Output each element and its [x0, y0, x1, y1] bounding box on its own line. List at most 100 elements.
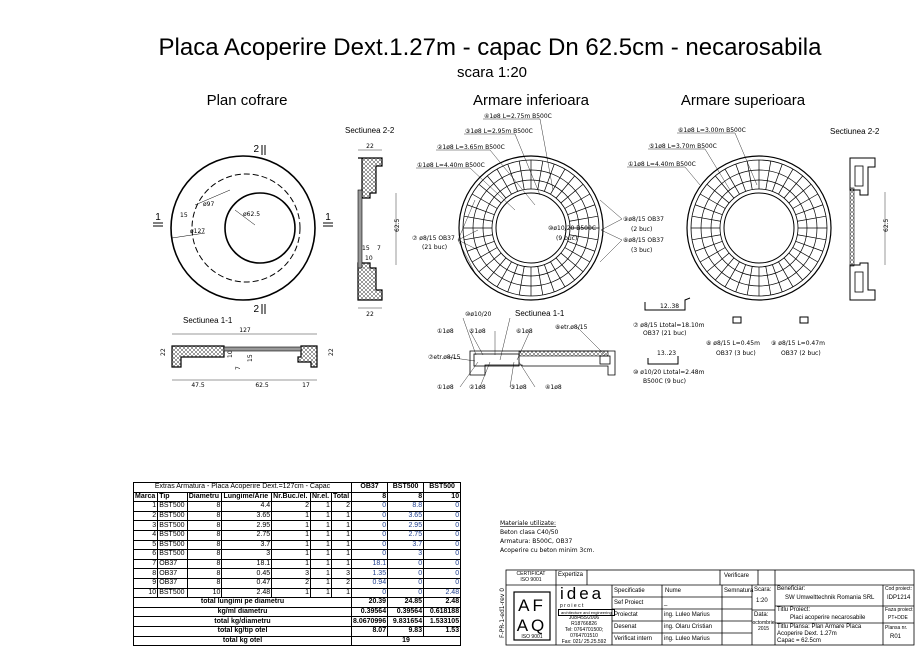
dim-s15: 15	[362, 245, 370, 252]
radial-stirrup	[694, 204, 723, 215]
role-name: ing. Luleo Marius	[664, 612, 710, 618]
table-cell: 3.65	[221, 510, 273, 522]
steel-header: BST500	[423, 482, 462, 493]
grand-total-label: total kg otel	[133, 635, 352, 647]
table-cell: 0	[350, 539, 389, 551]
radial-stirrup	[788, 184, 812, 204]
materials-line: Armatura: B500C, OB37	[500, 538, 572, 545]
bar-label-7-count: (21 buc)	[422, 244, 447, 251]
total-label: kg/ml diametru	[133, 606, 352, 618]
dim-s10: 10	[365, 255, 373, 262]
table-cell: BST500	[157, 529, 188, 541]
company-info: J08/455/2006 R18766826 Tel: 0764701500; …	[556, 615, 612, 645]
table-cell: 0	[350, 501, 389, 512]
role-name: ing. Luleo Marius	[664, 636, 710, 642]
radial-stirrup	[691, 215, 721, 222]
ring-circle	[686, 155, 832, 301]
table-cell: 0	[423, 539, 462, 551]
drawing-title: Placa Acoperire Dext.1.27m - capac Dn 62…	[159, 34, 823, 61]
table-cell: 8.8	[387, 501, 425, 512]
radial-stirrup	[555, 257, 575, 281]
table-cell: 0	[423, 577, 462, 589]
table-cell: 1	[309, 558, 332, 570]
table-cell: 0	[423, 568, 462, 579]
radial-stirrup	[466, 204, 495, 215]
radial-stirrup	[463, 234, 493, 241]
date-label: Data:	[754, 612, 769, 618]
dim-s625: 62.5	[394, 218, 401, 232]
materials-heading: Materiale utilizate:	[500, 520, 556, 527]
table-cell: 1	[271, 587, 311, 599]
date-value: octombrie 2015	[752, 620, 775, 632]
company-reg: J08/455/2006	[568, 615, 600, 621]
sheet-number: R01	[890, 634, 902, 640]
detail-label-10: ⑩ø10/20	[465, 311, 492, 318]
table-cell: 2	[330, 577, 353, 589]
radial-stirrup	[715, 257, 735, 281]
table-cell: 8	[186, 558, 223, 570]
table-cell: 2.48	[221, 587, 273, 599]
diameter-header: 8	[387, 491, 425, 503]
radial-stirrup	[544, 264, 555, 293]
table-cell: 0	[350, 549, 389, 560]
section-2-2-label: Sectiunea 2-2	[345, 126, 395, 135]
cert-text: CERTIFICAT	[516, 571, 546, 577]
table-cell: BST500	[157, 520, 188, 531]
bar9-label: ⑨ ø8/15 L=0.47m	[771, 340, 825, 347]
expertiza-label: Expertiza	[558, 572, 584, 578]
table-cell: 9	[132, 577, 159, 589]
armare-inferioara-ring	[458, 155, 604, 301]
radial-stirrup	[746, 160, 753, 190]
dim-l7: 7	[235, 366, 242, 370]
table-cell: 3	[271, 568, 311, 579]
bar-label-6-sup: ⑥1ø8 L=3.00m B500C	[678, 127, 746, 134]
column-header: Diametru	[186, 491, 223, 503]
table-cell: 0.47	[221, 577, 273, 589]
company-phone: Tel: 0764701500; 0764701510	[564, 627, 604, 639]
table-cell: 0	[350, 510, 389, 522]
radial-stirrup	[724, 261, 740, 288]
role-label: Sef Proiect	[614, 600, 644, 606]
table-cell: 3.7	[387, 539, 425, 551]
table-cell: 10	[132, 587, 159, 599]
verificare-label: Verificare	[724, 573, 750, 579]
total-value: 1.533105	[423, 616, 462, 627]
bar-label-8-inf: ⑧ø8/15 OB37	[623, 237, 664, 244]
table-cell: 8	[186, 539, 223, 551]
radial-stirrup	[795, 204, 824, 215]
table-cell: 10	[186, 587, 223, 599]
ring-circle	[719, 188, 799, 268]
section-1-1-drawing	[171, 333, 318, 381]
table-cell: 8	[186, 501, 223, 512]
column-header: Lungime/Arie	[221, 491, 273, 503]
table-cell: OB37	[157, 568, 188, 579]
table-cell: 0.45	[221, 568, 273, 579]
dim-l22-right: 22	[328, 348, 335, 356]
detail-label-8: ⑧etr.ø8/15	[555, 324, 588, 331]
table-cell: 1	[132, 501, 159, 512]
total-value: 20.39	[350, 597, 389, 608]
dim-s22-bottom: 22	[366, 311, 374, 318]
bar-label-8-count: (3 buc)	[631, 247, 652, 254]
dim-l625: 62.5	[255, 382, 269, 389]
detail-label-2: ②1ø8	[469, 384, 486, 391]
table-cell: 1	[271, 558, 311, 570]
detail-label-1-top: ①1ø8	[437, 328, 454, 335]
table-cell: 0	[350, 529, 389, 541]
radial-stirrup	[765, 266, 772, 296]
materials-line: Acoperire cu beton minim 3cm.	[500, 547, 594, 554]
sheet-title-value: Plan Armare Placa Acoperire Dext. 1.27m	[777, 624, 862, 637]
table-cell: 1	[271, 510, 311, 522]
afaq-logo: AFAQ	[516, 596, 548, 635]
armare-superioara-leaders	[627, 132, 758, 191]
bar8-label: ⑧ ø8/15 L=0.45m	[706, 340, 760, 347]
bar10-dim: 13..23	[657, 350, 676, 357]
signature-header: Semnatura	[724, 588, 754, 594]
table-cell: 18.1	[350, 558, 389, 570]
bar-label-3-inf: ③1ø8 L=2.95m B500C	[465, 128, 533, 135]
cut-marker-2-top: 2	[253, 144, 259, 155]
